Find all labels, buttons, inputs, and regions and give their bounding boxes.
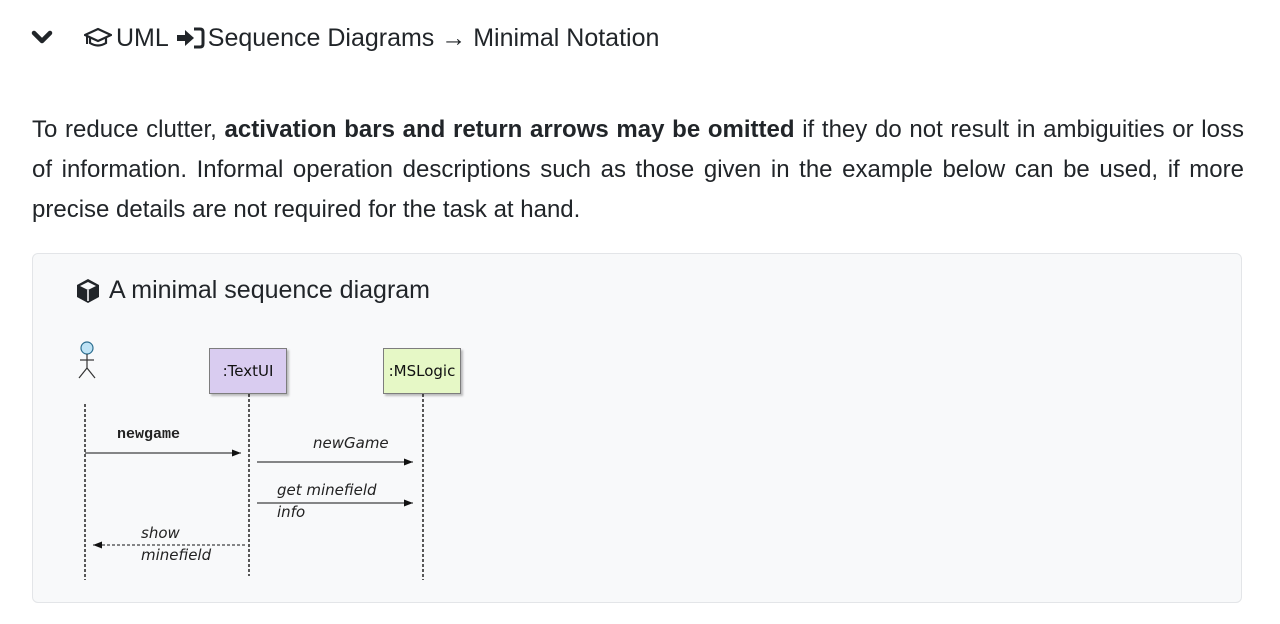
chevron-down-icon[interactable]: [30, 26, 54, 50]
actor-figure: [78, 341, 96, 379]
breadcrumb-page: Sequence Diagrams → Minimal Notation: [207, 23, 660, 52]
message-label-newgame: newgame: [117, 426, 181, 443]
message-label-show: show: [141, 524, 180, 542]
paragraph-text-1: To reduce clutter,: [32, 116, 225, 143]
message-label-info: info: [277, 503, 306, 521]
cube-icon: [75, 278, 101, 304]
graduation-cap-icon: [84, 27, 112, 49]
example-card: A minimal sequence diagram: [32, 253, 1242, 603]
participant-textui: :TextUI: [209, 348, 287, 394]
message-label-get-minefield: get minefield: [277, 481, 377, 499]
diagram-lines: [78, 341, 424, 580]
page-header: UML Sequence Diagrams → Minimal Notation: [30, 18, 659, 58]
participant-mslogic: :MSLogic: [383, 348, 461, 394]
paragraph-text-2: if they do not result in ambiguities or …: [32, 116, 1244, 223]
sign-in-icon: [175, 26, 205, 50]
sequence-diagram: :TextUI :MSLogic newgame newGame get min…: [73, 336, 473, 586]
example-title-text: A minimal sequence diagram: [109, 276, 430, 304]
description-paragraph: To reduce clutter, activation bars and r…: [32, 110, 1244, 230]
message-label-newGame: newGame: [313, 434, 389, 452]
message-label-minefield: minefield: [141, 546, 212, 564]
breadcrumb-section: UML: [116, 23, 169, 52]
paragraph-bold-text: activation bars and return arrows may be…: [224, 116, 795, 143]
example-title: A minimal sequence diagram: [75, 276, 430, 305]
